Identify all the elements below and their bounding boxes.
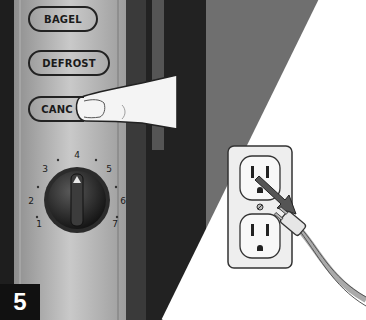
dial-number: 1 — [36, 219, 42, 229]
defrost-button: DEFROST — [28, 50, 110, 76]
dial-number: 7 — [112, 219, 118, 229]
cancel-button: CANC — [28, 96, 84, 122]
step-number: 5 — [0, 284, 40, 320]
dial-number: 4 — [74, 150, 80, 160]
bagel-button: BAGEL — [28, 6, 98, 32]
finger — [76, 75, 177, 129]
button-label: DEFROST — [42, 58, 96, 69]
button-label: BAGEL — [44, 14, 82, 25]
unplug-arrow — [255, 176, 296, 214]
dial-number: 2 — [28, 196, 34, 206]
dial-number: 5 — [106, 164, 112, 174]
dial-number: 3 — [42, 164, 48, 174]
dial-number: 6 — [120, 196, 126, 206]
step-label: 5 — [13, 288, 26, 316]
plug — [273, 205, 366, 306]
button-label: CANC — [41, 104, 73, 115]
